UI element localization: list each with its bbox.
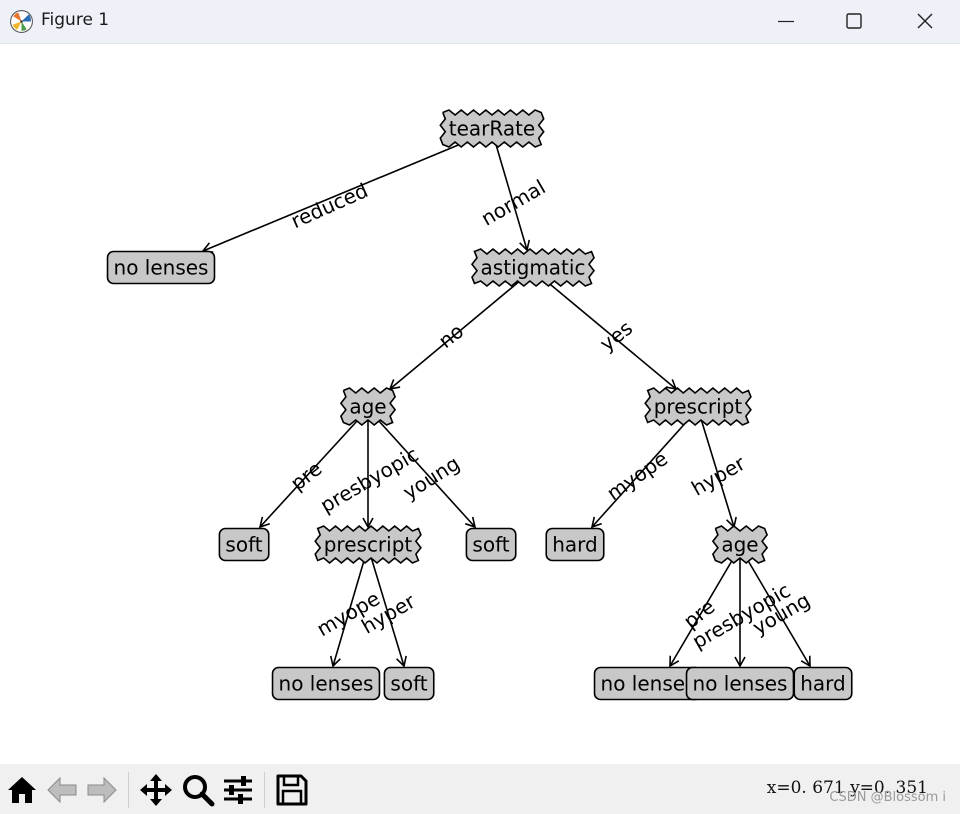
home-icon [8,777,36,803]
leaf-node: soft [383,666,435,701]
minimize-button[interactable] [752,0,820,43]
move-icon [140,774,172,806]
node-label: no lenses [279,672,374,696]
decision-box [314,524,422,565]
decision-node: prescript [314,524,422,565]
tree-edge-arrow [697,408,737,529]
toolbar-separator [264,772,265,808]
leaf-node: soft [218,527,270,562]
leaf-box [271,666,381,701]
node-label: astigmatic [481,256,586,280]
leaf-box [545,527,605,562]
tree-edge-arrow [388,269,534,391]
node-label: tearRate [449,117,535,141]
tree-edge-arrow [491,130,531,252]
decision-box [339,386,397,427]
edge-label: reduced [287,178,371,233]
tree-edge-arrow [669,546,741,668]
window-title: Figure 1 [41,10,110,30]
navigation-toolbar: x=0. 671 y=0. 351 CSDN @Blossom i [0,764,960,814]
decision-node: age [711,524,769,565]
node-label: age [721,533,758,557]
tree-edge-arrow [367,546,407,668]
decision-node: age [339,386,397,427]
tree-edge-arrow [258,408,369,529]
toolbar-separator [128,772,129,808]
tree-edge-arrow [590,408,699,529]
decision-node: prescript [644,386,752,427]
node-label: soft [225,533,262,557]
forward-button[interactable] [84,772,120,808]
tree-edge-arrow [739,546,811,668]
edge-label: normal [477,175,550,231]
zoom-button[interactable] [180,772,216,808]
edge-label: myope [602,446,672,505]
node-label: no lenses [601,672,696,696]
leaf-node: no lenses [271,666,381,701]
close-button[interactable] [891,0,959,43]
magnifier-icon [183,775,215,807]
watermark: CSDN @Blossom i [829,790,946,805]
maximize-button[interactable] [820,0,888,43]
node-label: prescript [654,395,743,419]
leaf-box [383,666,435,701]
edge-label: hyper [687,450,750,500]
leaf-node: hard [793,666,853,701]
close-icon [917,13,933,29]
cursor-coordinates: x=0. 671 y=0. 351 [766,778,928,798]
back-button[interactable] [44,772,80,808]
decision-box [439,108,545,149]
matplotlib-logo-icon [10,10,33,33]
tree-edge-arrow [329,546,369,668]
tree-edge-arrow [201,130,493,253]
decision-box [711,524,769,565]
leaf-node: no lenses [593,666,703,701]
leaf-node: hard [545,527,605,562]
node-label: hard [800,672,846,696]
leaf-node: no lenses [685,666,795,701]
tree-edge-arrow [532,269,678,391]
node-label: age [349,395,386,419]
floppy-disk-icon [276,774,308,806]
configure-subplots-button[interactable] [220,772,256,808]
arrow-right-icon [87,776,117,804]
decision-box [470,247,596,288]
title-bar: Figure 1 [0,0,960,44]
save-button[interactable] [274,772,310,808]
decision-node: astigmatic [470,247,596,288]
node-label: no lenses [114,256,209,280]
leaf-node: no lenses [106,250,216,285]
leaf-box [465,527,517,562]
leaf-node: soft [465,527,517,562]
arrow-left-icon [47,776,77,804]
node-label: no lenses [693,672,788,696]
node-label: soft [472,533,509,557]
node-label: prescript [324,533,413,557]
sliders-icon [224,776,252,804]
minimize-icon [778,20,794,23]
edge-label: yes [595,316,637,356]
decision-node: tearRate [439,108,545,149]
pan-button[interactable] [138,772,174,808]
leaf-box [218,527,270,562]
maximize-icon [846,13,862,29]
leaf-box [793,666,853,701]
node-label: hard [552,533,598,557]
home-button[interactable] [4,772,40,808]
tree-edge-arrow [367,408,477,529]
node-label: soft [390,672,427,696]
leaf-box [106,250,216,285]
decision-box [644,386,752,427]
